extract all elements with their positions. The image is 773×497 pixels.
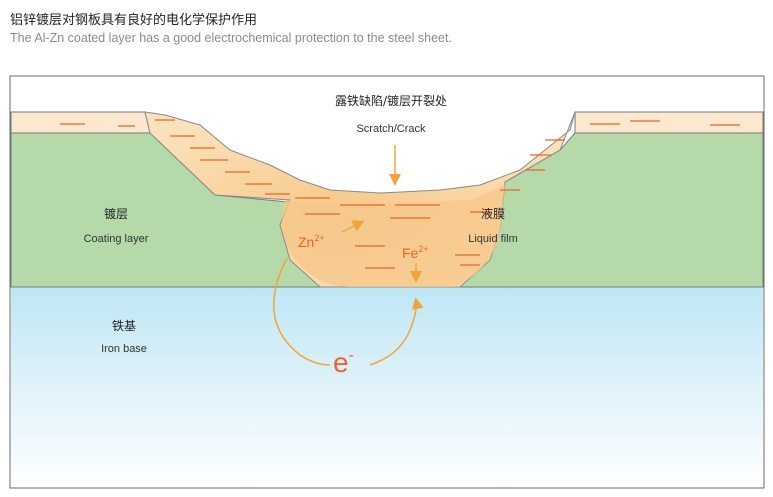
zn-arrow xyxy=(341,220,365,233)
surface-film-right xyxy=(574,111,764,134)
base-label-en: Iron base xyxy=(101,343,147,355)
corrosion-dashes xyxy=(60,119,740,269)
electron-flow-arc xyxy=(273,257,417,366)
coating-label-zh: 镀层 xyxy=(104,207,128,221)
surface-film-left xyxy=(10,111,151,134)
crack-label-zh: 露铁缺陷/镀层开裂处 xyxy=(335,93,447,108)
electron-label: e- xyxy=(333,347,354,378)
crack-label-en: Scratch/Crack xyxy=(356,123,426,135)
zn-ion-label: Zn2+ xyxy=(298,233,325,250)
fe-ion-label: Fe2+ xyxy=(402,244,429,261)
base-label-zh: 铁基 xyxy=(112,319,136,333)
liquid-label-en: Liquid film xyxy=(468,233,518,245)
coating-label-en: Coating layer xyxy=(84,233,149,245)
liquid-label-zh: 液膜 xyxy=(481,206,505,221)
page-title: 铝锌镀层对钢板具有良好的电化学保护作用 xyxy=(10,13,258,28)
page-subtitle: The Al-Zn coated layer has a good electr… xyxy=(10,31,452,45)
iron-base xyxy=(11,287,763,487)
